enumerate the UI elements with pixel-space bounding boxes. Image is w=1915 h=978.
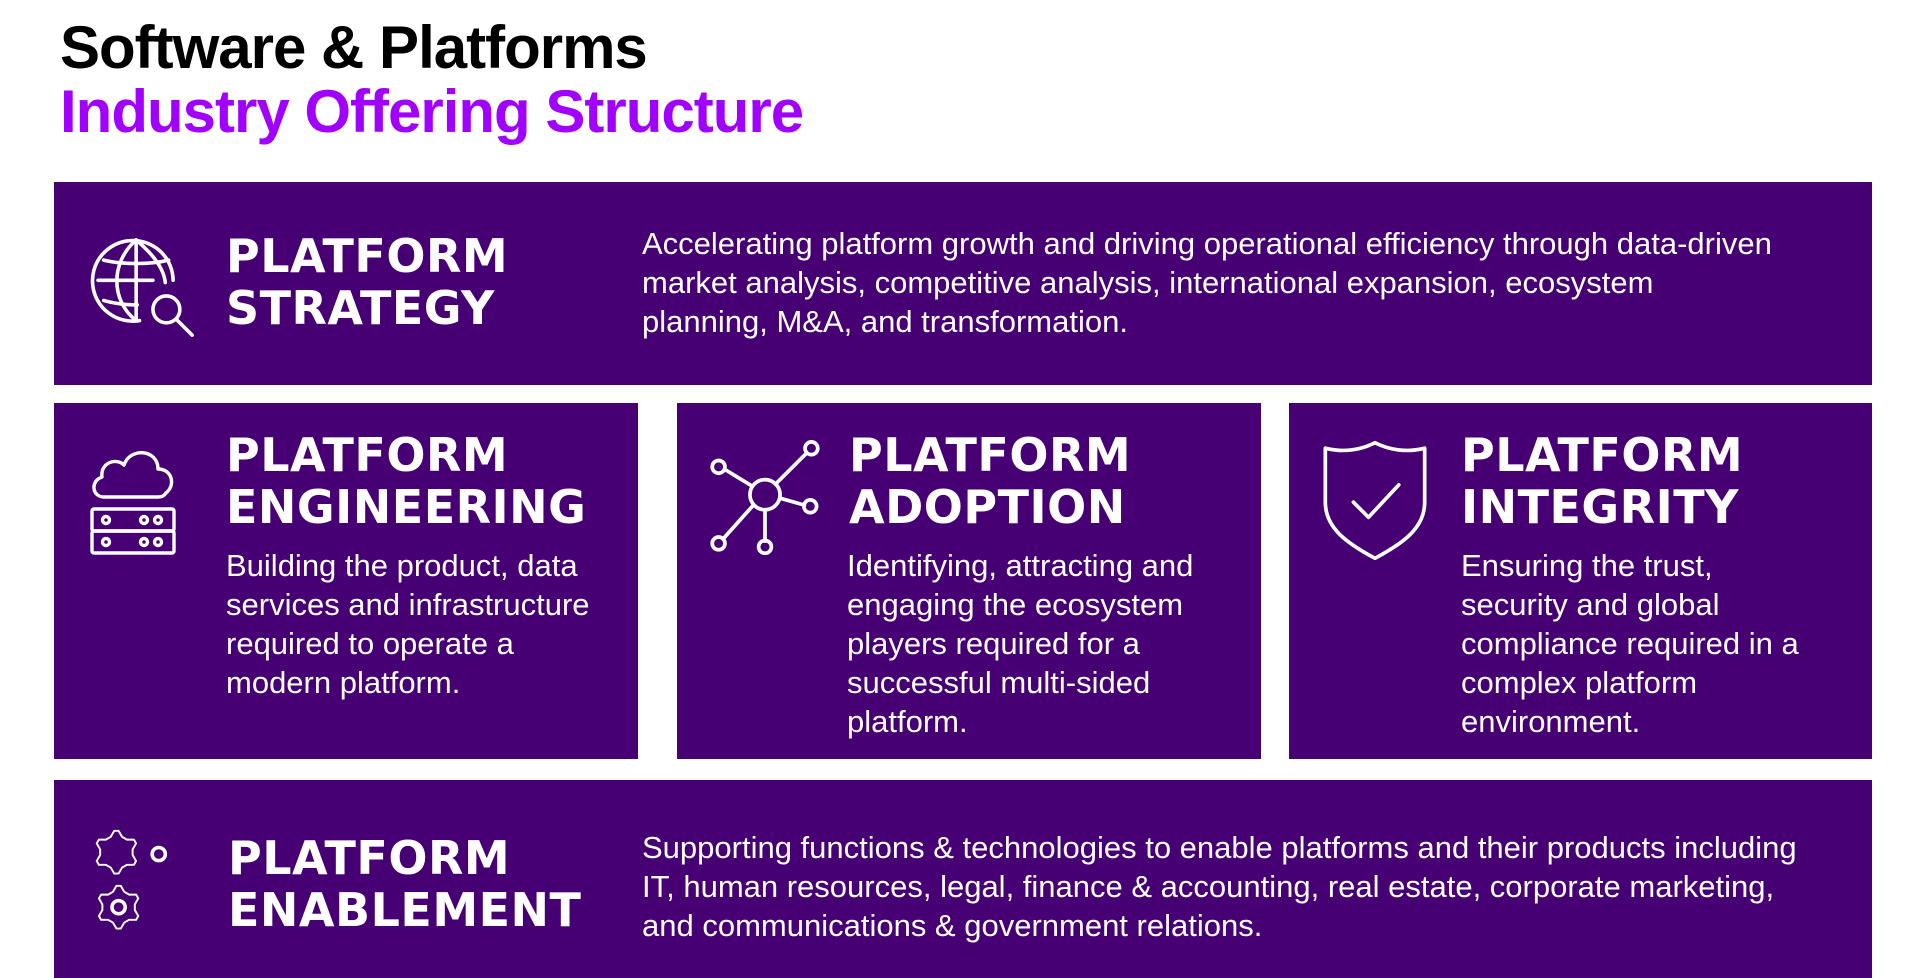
- card-heading: PLATFORM STRATEGY: [226, 229, 509, 335]
- card-heading: PLATFORM ENABLEMENT: [228, 831, 582, 937]
- page-title: Software & Platforms: [60, 14, 648, 81]
- globe-search-icon: [88, 231, 200, 343]
- card-description: Building the product, data services and …: [226, 548, 590, 700]
- card-heading: PLATFORM INTEGRITY: [1461, 428, 1744, 534]
- card-description: Identifying, attracting and engaging the…: [847, 548, 1194, 739]
- card-platform-integrity: PLATFORM INTEGRITY Ensuring the trust, s…: [1289, 403, 1872, 759]
- card-description: Accelerating platform growth and driving…: [642, 226, 1772, 339]
- card-heading: PLATFORM ENGINEERING: [226, 428, 587, 534]
- card-platform-adoption: PLATFORM ADOPTION Identifying, attractin…: [677, 403, 1261, 759]
- shield-check-icon: [1321, 439, 1429, 561]
- card-description: Supporting functions & technologies to e…: [642, 830, 1797, 943]
- cloud-server-icon: [88, 439, 178, 559]
- network-hub-icon: [707, 439, 823, 555]
- card-description: Ensuring the trust, security and global …: [1461, 548, 1799, 739]
- card-platform-engineering: PLATFORM ENGINEERING Building the produc…: [54, 403, 638, 759]
- card-heading: PLATFORM ADOPTION: [849, 428, 1132, 534]
- card-platform-enablement: PLATFORM ENABLEMENT Supporting functions…: [54, 780, 1872, 978]
- card-platform-strategy: PLATFORM STRATEGY Accelerating platform …: [54, 182, 1872, 385]
- gears-icon: [90, 828, 200, 938]
- page-subtitle: Industry Offering Structure: [60, 78, 804, 145]
